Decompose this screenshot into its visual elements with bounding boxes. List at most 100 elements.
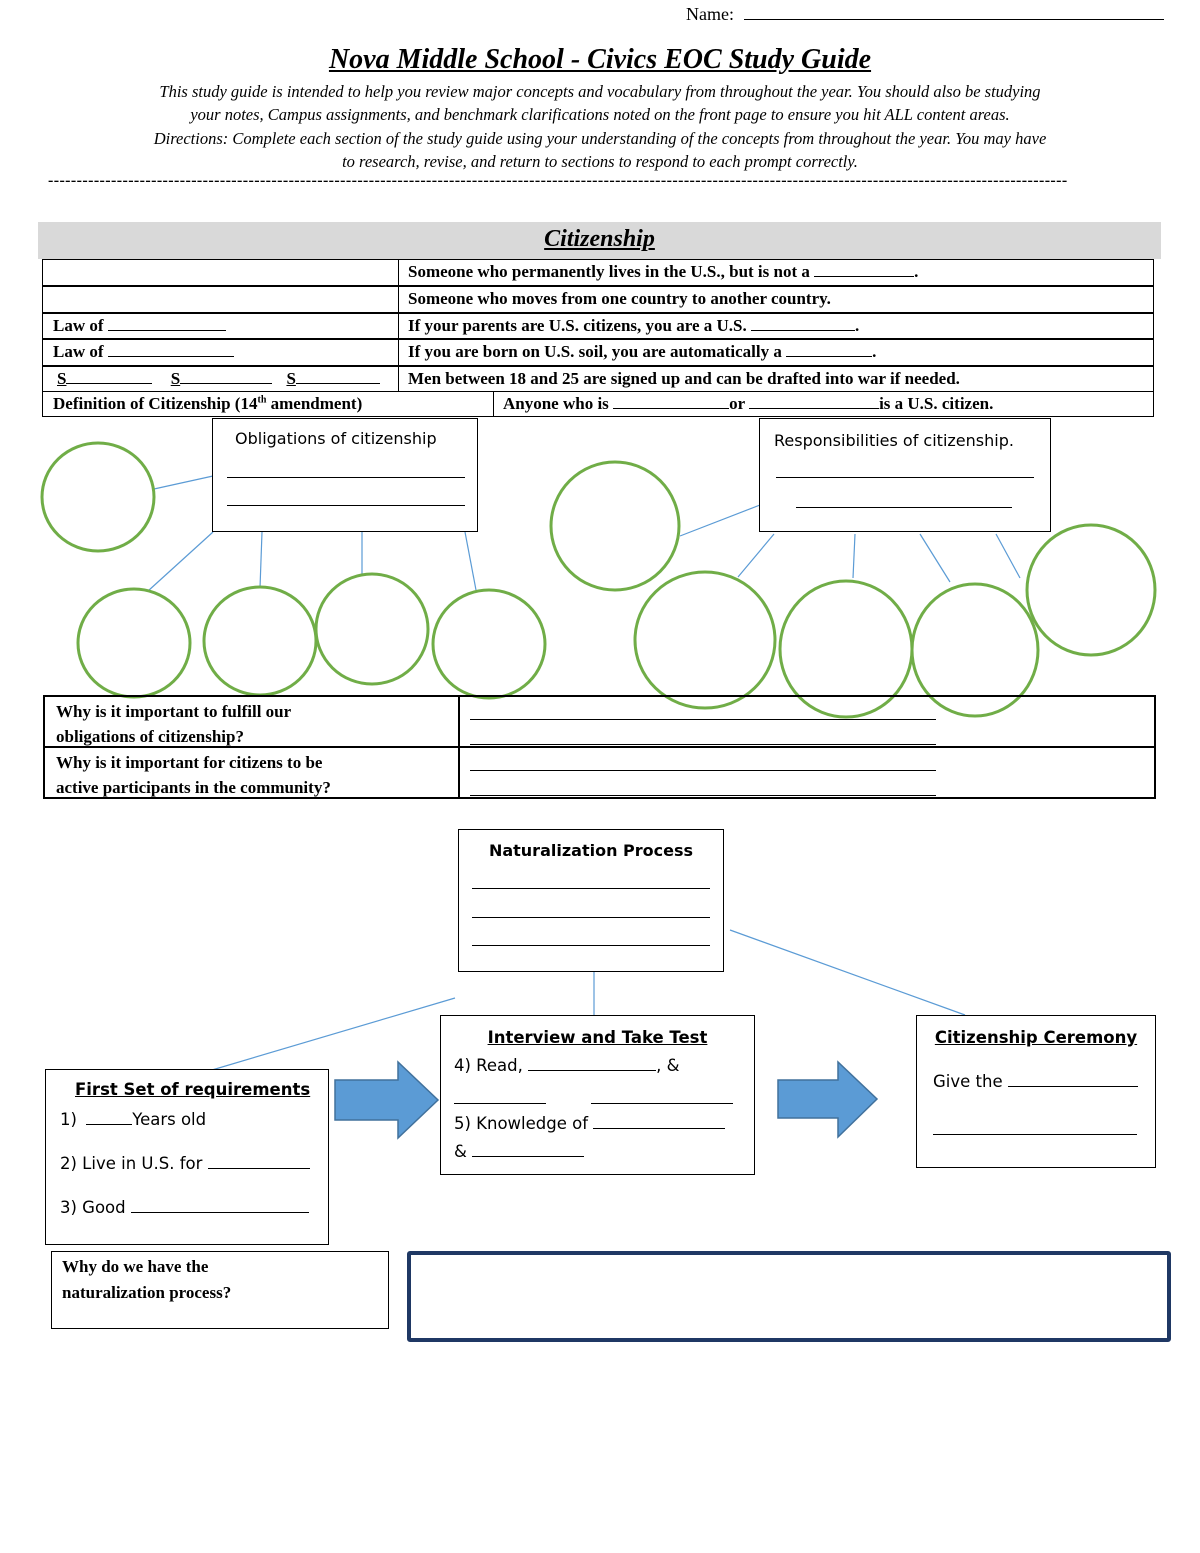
directions-line-2: to research, revise, and return to secti… (342, 152, 858, 171)
answer-blank[interactable] (749, 407, 880, 409)
why-question: Why is it important to fulfill our (56, 702, 292, 721)
answer-blank[interactable] (207, 1167, 310, 1169)
connector-line (919, 533, 951, 583)
responsibility-circle (1025, 523, 1157, 657)
item-text: , & (656, 1056, 680, 1075)
definition-sup: th (257, 394, 267, 406)
ampersand: & (454, 1142, 467, 1161)
answer-line[interactable] (472, 945, 710, 946)
why-question: active participants in the community? (56, 778, 331, 797)
intro-line-2: your notes, Campus assignments, and benc… (190, 105, 1010, 124)
why-question: obligations of citizenship? (56, 727, 244, 746)
flow-arrow-right (777, 1060, 879, 1139)
naturalization-label: Naturalization Process (488, 841, 694, 860)
responsibilities-label: Responsibilities of citizenship. (774, 431, 1014, 450)
answer-line[interactable] (227, 505, 465, 506)
answer-blank[interactable] (107, 355, 234, 357)
or-word: or (729, 394, 750, 413)
vocab-def: Someone who permanently lives in the U.S… (408, 262, 815, 281)
connector-line (259, 531, 263, 589)
why-row-participation: Why is it important for citizens to be a… (43, 746, 1156, 799)
ceremony-box: Citizenship Ceremony Give the (916, 1015, 1156, 1168)
dashed-divider: ----------------------------------------… (48, 172, 1068, 189)
answer-blank[interactable] (107, 329, 226, 331)
item-text: 2) Live in U.S. for (60, 1154, 203, 1173)
why-question: Why do we have the (62, 1257, 209, 1276)
s-letter: S (286, 369, 296, 388)
answer-blank[interactable] (751, 329, 855, 331)
why-question: Why is it important for citizens to be (56, 753, 323, 772)
connector-line (995, 533, 1021, 579)
punct: . (872, 342, 877, 361)
answer-blank[interactable] (786, 355, 873, 357)
law-of-label: Law of (53, 316, 108, 335)
answer-line[interactable] (591, 1103, 733, 1104)
answer-box[interactable] (407, 1251, 1171, 1342)
answer-line[interactable] (933, 1134, 1137, 1135)
punct: . (855, 316, 860, 335)
answer-line[interactable] (470, 719, 936, 720)
obligations-label: Obligations of citizenship (235, 429, 437, 448)
ceremony-title: Citizenship Ceremony (934, 1028, 1138, 1047)
answer-blank[interactable] (528, 1069, 657, 1071)
answer-circles (40, 441, 1157, 719)
answer-line[interactable] (470, 795, 936, 796)
answer-blank[interactable] (66, 382, 153, 384)
answer-blank[interactable] (86, 1123, 133, 1125)
answer-blank[interactable] (593, 1127, 726, 1129)
punct: . (914, 262, 919, 281)
answer-blank[interactable] (295, 382, 380, 384)
connector-lines (147, 475, 1021, 1071)
vocab-def: If you are born on U.S. soil, you are au… (408, 342, 787, 361)
connector-line (679, 504, 761, 537)
answer-blank[interactable] (472, 1155, 585, 1157)
item-text: 4) Read, (454, 1056, 523, 1075)
obligation-circle (314, 572, 430, 686)
item-text: 3) Good (60, 1198, 126, 1217)
page-title: Nova Middle School - Civics EOC Study Gu… (328, 44, 872, 75)
answer-line[interactable] (227, 477, 465, 478)
intro-line-1: This study guide is intended to help you… (159, 82, 1041, 101)
vocab-def: If your parents are U.S. citizens, you a… (408, 316, 751, 335)
answer-blank[interactable] (814, 275, 915, 277)
answer-line[interactable] (472, 888, 710, 889)
obligation-circle (431, 588, 547, 700)
vocab-def: Anyone who is (503, 394, 614, 413)
answer-line[interactable] (776, 477, 1034, 478)
vocab-row-definition: Definition of Citizenship (14th amendmen… (42, 391, 1154, 417)
connector-line (211, 997, 456, 1071)
flow-arrow-right (334, 1060, 440, 1140)
answer-line[interactable] (472, 917, 710, 918)
item-text: Years old (132, 1110, 207, 1129)
answer-line[interactable] (454, 1103, 546, 1104)
naturalization-box: Naturalization Process (458, 829, 724, 972)
name-blank[interactable] (744, 18, 1165, 20)
directions-line-1: Directions: Complete each section of the… (153, 129, 1047, 148)
definition-label-b: amendment) (266, 394, 363, 413)
first-set-title: First Set of requirements (75, 1080, 311, 1099)
item-text: 5) Knowledge of (454, 1114, 589, 1133)
section-title: Citizenship (544, 226, 655, 252)
answer-line[interactable] (796, 507, 1012, 508)
answer-blank[interactable] (1007, 1085, 1138, 1087)
answer-blank[interactable] (613, 407, 730, 409)
name-field[interactable]: Name: (686, 4, 1165, 25)
responsibility-circle (633, 570, 777, 710)
law-of-label: Law of (53, 342, 108, 361)
responsibilities-box: Responsibilities of citizenship. (759, 418, 1051, 532)
obligation-circle (76, 587, 192, 699)
answer-line[interactable] (470, 744, 936, 745)
answer-blank[interactable] (130, 1211, 309, 1213)
answer-blank[interactable] (180, 382, 273, 384)
answer-line[interactable] (470, 770, 936, 771)
section-header-bar (38, 222, 1161, 259)
connector-line (153, 475, 214, 490)
why-row-obligations: Why is it important to fulfill our oblig… (43, 695, 1156, 748)
vocab-def: Someone who moves from one country to an… (408, 289, 831, 308)
obligation-circle (40, 441, 156, 553)
vocab-row-resident-alien: Someone who permanently lives in the U.S… (42, 259, 1154, 286)
interview-box: Interview and Take Test 4) Read, , & 5) … (440, 1015, 755, 1175)
connector-line (464, 531, 477, 591)
responsibility-circle (910, 582, 1040, 718)
